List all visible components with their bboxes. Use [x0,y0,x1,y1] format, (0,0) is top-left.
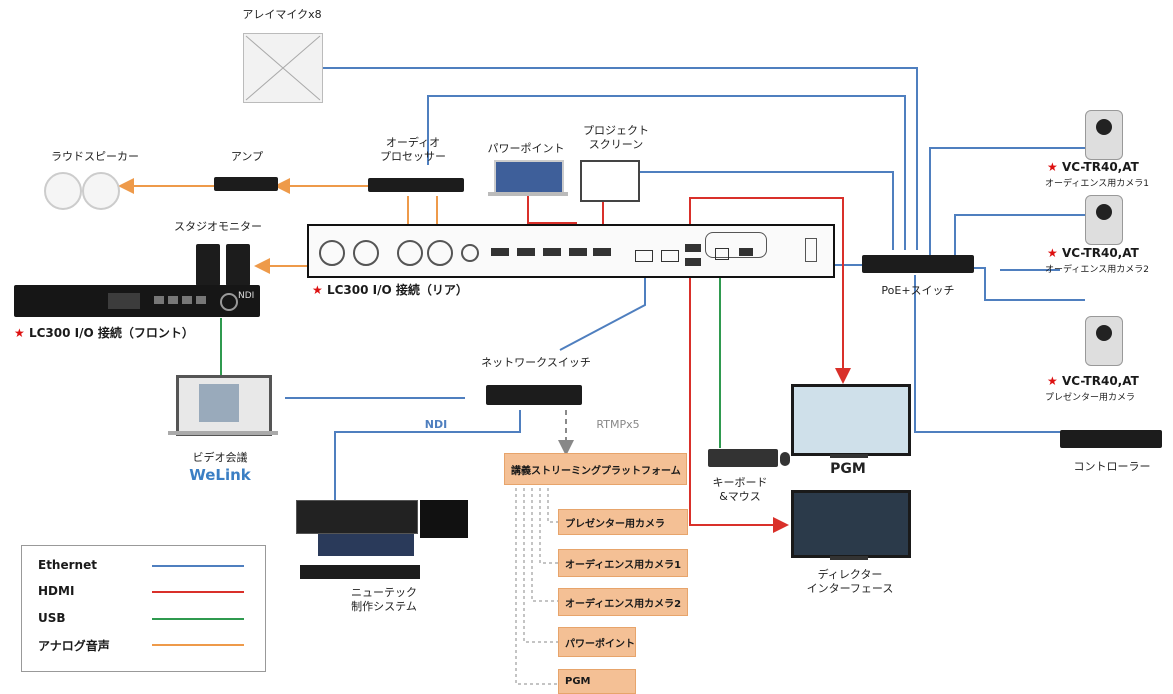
legend-label-1: HDMI [38,584,75,598]
studio-monitor-right [226,244,250,286]
powerpoint-label: パワーポイント [487,142,565,155]
platform-item-0: プレゼンター用カメラ [558,509,688,535]
legend-line-ethernet [152,565,244,567]
camera-3-device [1085,316,1123,366]
lc300-front-label: ★ LC300 I/O 接続（フロント） [14,326,194,340]
legend-line-usb [152,618,244,620]
array-mic-device [243,33,323,103]
video-conf-label: ビデオ会議 [192,451,248,464]
legend-label-2: USB [38,611,66,625]
legend-line-hdmi [152,591,244,593]
video-conf-laptop [176,375,272,436]
newtek-label: ニューテック 制作システム [351,586,417,613]
camera-3-sub: プレゼンター用カメラ [1045,393,1136,403]
lc300-rear-text: LC300 I/O 接続（リア） [326,283,468,297]
controller-label: コントローラー [1073,460,1151,473]
camera-1-sub: オーディエンス用カメラ1 [1045,179,1149,189]
director-label: ディレクター インターフェース [806,568,894,595]
newtek-panel [318,534,414,556]
pgm-stand [830,454,868,458]
pgm-monitor [791,384,911,456]
platform-item-2: オーディエンス用カメラ2 [558,588,688,616]
keyboard-label: キーボード &マウス [712,476,768,503]
mouse-device [780,452,790,466]
ndi-label: NDI [424,418,448,431]
platform-item-4: PGM [558,669,636,694]
platform-item-1: オーディエンス用カメラ1 [558,549,688,577]
director-stand [830,556,868,560]
array-mic-label: アレイマイクx8 [242,8,322,21]
controller-device [1060,430,1162,448]
camera-2-sub: オーディエンス用カメラ2 [1045,265,1149,275]
network-switch-label: ネットワークスイッチ [481,356,591,369]
camera-1-name: ★ VC-TR40,AT [1047,160,1139,174]
poe-switch-device [862,255,974,273]
pgm-label: PGM [830,461,866,477]
camera-2-name-text: VC-TR40,AT [1061,246,1139,260]
newtek-monitor [420,500,468,538]
camera-3-name: ★ VC-TR40,AT [1047,374,1139,388]
platform-title: 講義ストリーミングプラットフォーム [504,453,687,485]
lc300-rear-panel [307,224,835,278]
poe-switch-label: PoE+スイッチ [881,284,955,297]
director-monitor [791,490,911,558]
camera-3-name-text: VC-TR40,AT [1061,374,1139,388]
speakers-label: ラウドスピーカー [51,150,139,163]
newtek-rack [300,565,420,579]
camera-2-name: ★ VC-TR40,AT [1047,246,1139,260]
legend-label-3: アナログ音声 [38,639,110,653]
legend-line-analog [152,644,244,646]
camera-2-device [1085,195,1123,245]
amp-device [214,177,278,191]
video-conf-base [168,431,278,435]
projector-label: プロジェクト スクリーン [583,124,649,151]
lc300-rear-label: ★ LC300 I/O 接続（リア） [312,283,468,297]
amp-label: アンプ [230,150,264,163]
rtmp-label: RTMPx5 [596,418,640,431]
lc300-front-text: LC300 I/O 接続（フロント） [28,326,194,340]
powerpoint-laptop [494,160,564,194]
audio-processor-label: オーディオ プロセッサー [380,136,446,163]
camera-1-name-text: VC-TR40,AT [1061,160,1139,174]
platform-item-3: パワーポイント [558,627,636,657]
speaker-left [44,172,82,210]
projector-screen [580,160,640,202]
studio-monitor-label: スタジオモニター [174,220,262,233]
legend: Ethernet HDMI USB アナログ音声 [21,545,266,672]
audio-processor-device [368,178,464,192]
welink-label: WeLink [189,466,251,484]
newtek-screen [296,500,418,534]
ndi-badge: NDI [238,291,255,301]
laptop-base [488,192,568,196]
studio-monitor-left [196,244,220,286]
speaker-right [82,172,120,210]
network-switch-device [486,385,582,405]
legend-label-0: Ethernet [38,558,97,572]
keyboard-device [708,449,778,467]
camera-1-device [1085,110,1123,160]
lc300-front-device: NDI [14,285,260,317]
